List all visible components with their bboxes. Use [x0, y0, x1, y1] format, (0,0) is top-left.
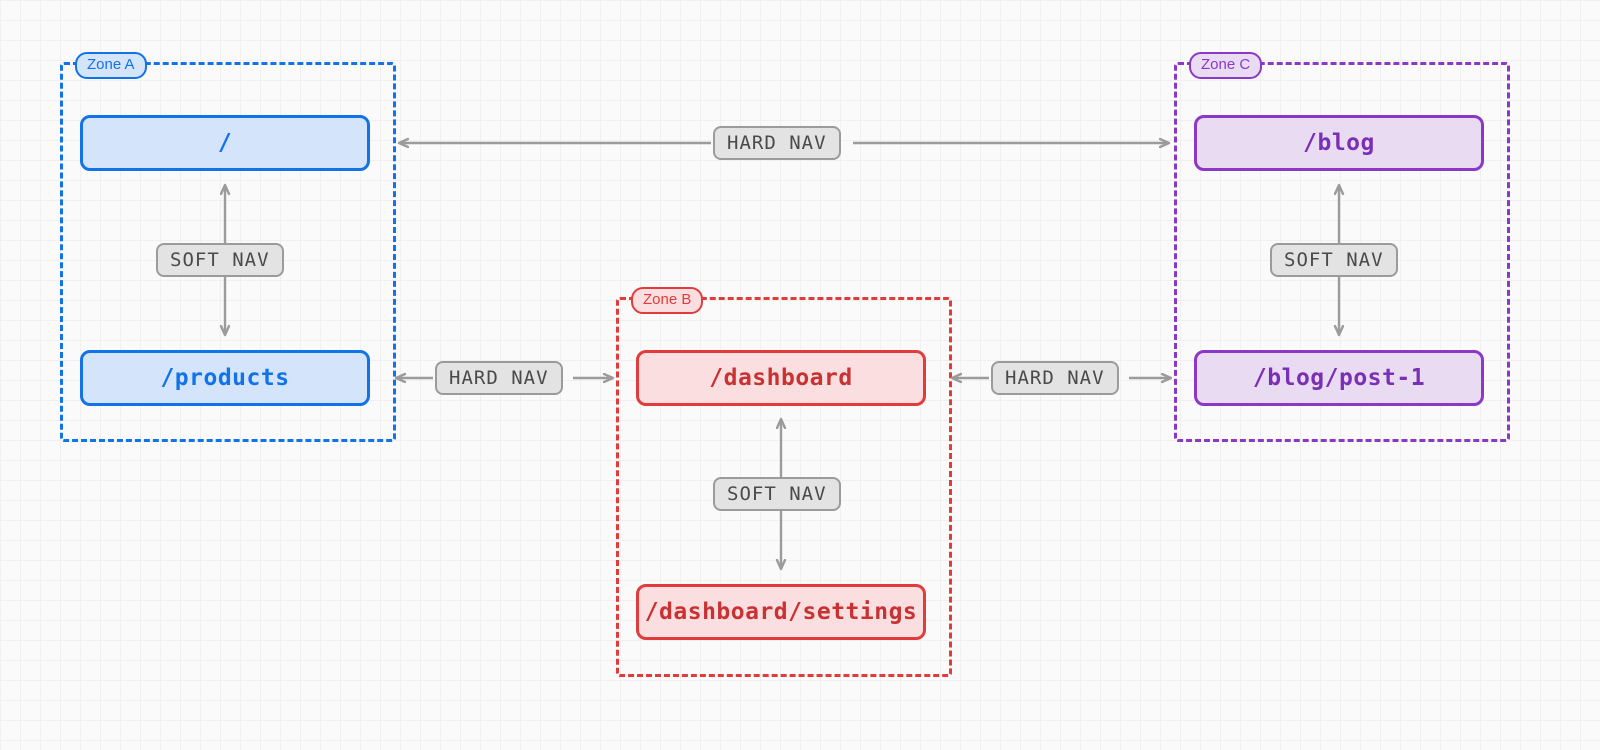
- edge-label-hard-nav-b-c[interactable]: HARD NAV: [991, 361, 1119, 395]
- zone-c-label: Zone C: [1189, 52, 1263, 79]
- zone-b-boundary[interactable]: Zone B: [616, 287, 952, 677]
- edge-label-hard-nav-b-c-text: HARD NAV: [1005, 367, 1105, 389]
- edge-label-hard-nav-a-c[interactable]: HARD NAV: [713, 126, 841, 160]
- zone-a-label: Zone A: [75, 52, 147, 79]
- node-blog-post-1[interactable]: /blog/post-1: [1194, 350, 1484, 406]
- edge-label-soft-nav-zone-c[interactable]: SOFT NAV: [1270, 243, 1398, 277]
- edge-label-soft-nav-zone-b-text: SOFT NAV: [727, 483, 827, 505]
- edge-label-soft-nav-zone-c-text: SOFT NAV: [1284, 249, 1384, 271]
- node-root[interactable]: /: [80, 115, 370, 171]
- zone-c-boundary[interactable]: Zone C: [1174, 52, 1510, 442]
- edge-label-soft-nav-zone-a[interactable]: SOFT NAV: [156, 243, 284, 277]
- node-products-label: /products: [160, 365, 290, 391]
- zone-a-boundary[interactable]: Zone A: [60, 52, 396, 442]
- zone-b-label: Zone B: [631, 287, 704, 314]
- node-dashboard-settings[interactable]: /dashboard/settings: [636, 584, 926, 640]
- node-dashboard[interactable]: /dashboard: [636, 350, 926, 406]
- edge-label-soft-nav-zone-a-text: SOFT NAV: [170, 249, 270, 271]
- node-blog-label: /blog: [1303, 130, 1375, 156]
- node-root-label: /: [217, 130, 233, 156]
- edge-label-hard-nav-a-c-text: HARD NAV: [727, 132, 827, 154]
- node-dashboard-settings-label: /dashboard/settings: [644, 599, 918, 625]
- edge-label-hard-nav-a-b[interactable]: HARD NAV: [435, 361, 563, 395]
- node-blog[interactable]: /blog: [1194, 115, 1484, 171]
- edge-label-hard-nav-a-b-text: HARD NAV: [449, 367, 549, 389]
- node-blog-post-1-label: /blog/post-1: [1252, 365, 1426, 391]
- edge-label-soft-nav-zone-b[interactable]: SOFT NAV: [713, 477, 841, 511]
- node-products[interactable]: /products: [80, 350, 370, 406]
- node-dashboard-label: /dashboard: [709, 365, 853, 391]
